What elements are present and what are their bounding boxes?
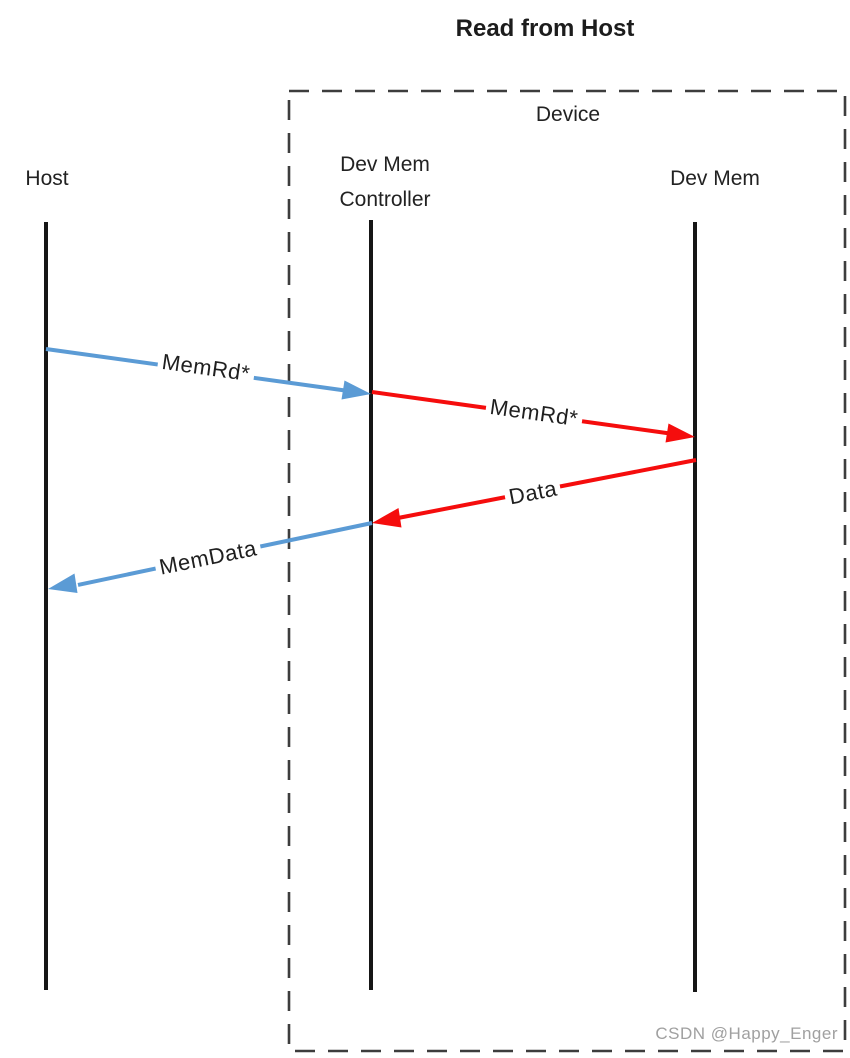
watermark-text: CSDN @Happy_Enger <box>655 1024 838 1043</box>
device-box-border <box>287 89 847 1053</box>
arrowhead-left-icon <box>372 508 402 528</box>
arrowhead-right-icon <box>341 380 371 400</box>
arrowhead-left-icon <box>48 573 78 593</box>
arrowhead-right-icon <box>665 423 695 443</box>
lifeline-label-dev-mem: Dev Mem <box>670 167 760 190</box>
lifeline-label-host: Host <box>25 167 69 190</box>
lifeline-label-dev-mem-controller: Dev Mem Controller <box>339 153 431 211</box>
diagram-title: Read from Host <box>455 15 635 42</box>
device-box-label: Device <box>535 103 601 126</box>
